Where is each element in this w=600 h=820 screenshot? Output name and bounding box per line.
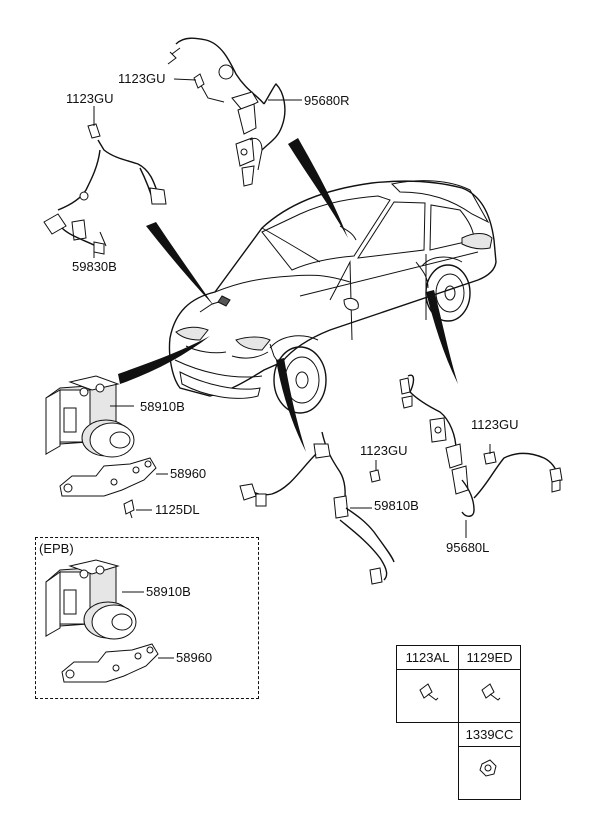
hecu-abs-module bbox=[45, 375, 135, 458]
fastener-header-1129ED: 1129ED bbox=[458, 645, 521, 670]
callout-95680R: 95680R bbox=[304, 93, 350, 108]
fastener-cell-1339CC bbox=[458, 746, 521, 800]
callout-1125DL: 1125DL bbox=[155, 502, 200, 517]
callout-1123GU-front-right: 1123GU bbox=[360, 443, 408, 458]
fastener-header-1123AL: 1123AL bbox=[396, 645, 459, 670]
car-illustration bbox=[168, 180, 497, 414]
fastener-cell-1129ED bbox=[458, 669, 521, 723]
wheel-speed-sensor-front-right bbox=[239, 431, 395, 585]
arrow-rear-right bbox=[288, 138, 348, 238]
arrow-front-right bbox=[276, 358, 306, 452]
table-spacer bbox=[397, 723, 459, 747]
fastener-cell-1123AL bbox=[396, 669, 459, 723]
wheel-speed-sensor-front-left bbox=[43, 106, 167, 258]
wheel-speed-sensor-rear-right bbox=[167, 37, 302, 187]
callout-1123GU-top-left: 1123GU bbox=[66, 91, 114, 106]
wheel-speed-sensor-rear-left bbox=[399, 374, 563, 538]
fastener-table: 1123AL 1129ED 1339CC bbox=[396, 645, 521, 800]
table-spacer bbox=[397, 747, 459, 800]
epb-hecu-module bbox=[45, 559, 144, 640]
fastener-header-1339CC: 1339CC bbox=[458, 722, 521, 747]
callout-95680L: 95680L bbox=[446, 540, 490, 555]
callout-1123GU-top: 1123GU bbox=[118, 71, 166, 86]
callout-epb-58910B: 58910B bbox=[146, 584, 191, 599]
arrow-front-left bbox=[146, 222, 214, 306]
arrow-rear-left bbox=[426, 290, 458, 384]
callout-59810B: 59810B bbox=[374, 498, 419, 513]
hecu-bracket bbox=[59, 457, 168, 519]
epb-title: (EPB) bbox=[39, 541, 74, 556]
callout-59830B: 59830B bbox=[72, 259, 117, 274]
callout-epb-58960: 58960 bbox=[176, 650, 213, 665]
callout-1123GU-rear-right: 1123GU bbox=[471, 417, 519, 432]
callout-58960: 58960 bbox=[170, 466, 207, 481]
arrow-hecu bbox=[118, 336, 210, 384]
epb-variant-box bbox=[35, 537, 259, 699]
epb-hecu-bracket bbox=[61, 643, 174, 683]
callout-58910B: 58910B bbox=[140, 399, 185, 414]
pointer-arrows bbox=[118, 138, 458, 452]
